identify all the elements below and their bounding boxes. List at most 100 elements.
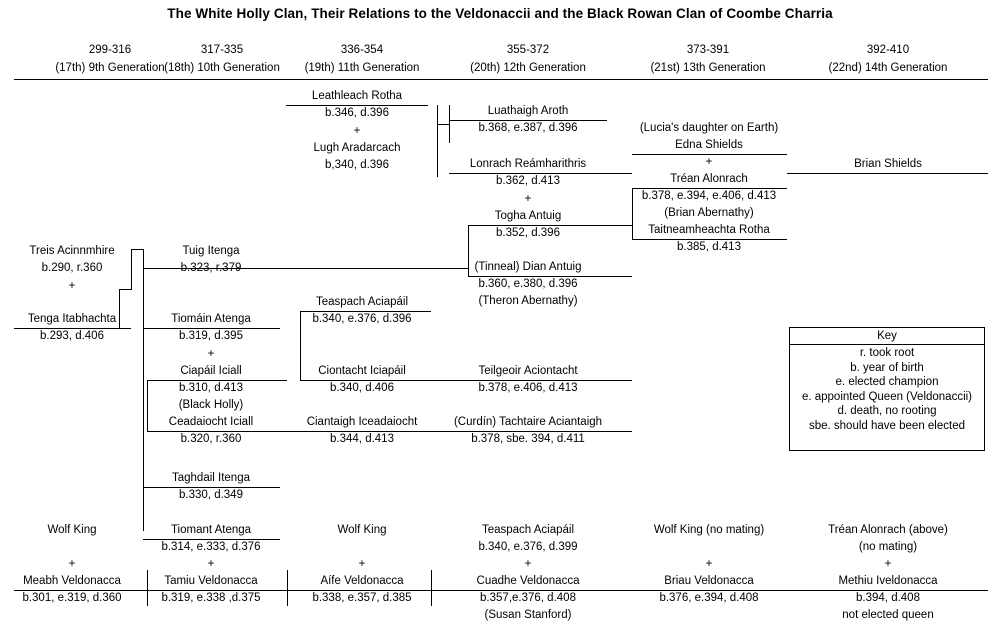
rule-teaspach-aciapail-a (300, 311, 431, 312)
plus-trean-methiu: + (884, 558, 892, 570)
person-dian-antuig-dates: b.360, e.380, d.396 (478, 278, 578, 290)
column-years-4: 373-391 (686, 44, 730, 56)
connector-children-spine (143, 249, 144, 531)
key-entry: d. death, no rooting (837, 405, 937, 417)
column-generation-0: (17th) 9th Generation (55, 62, 165, 74)
person-lugh-aradarcach-dates: b,340, d.396 (325, 159, 389, 171)
person-meabh-veldonacca-dates: b.301, e.319, d.360 (22, 592, 122, 604)
person-treis-acinnmhire-name: Treis Acinnmhire (29, 245, 115, 257)
connector-ciapail-block-vertical (147, 380, 148, 432)
person-taghdail-itenga-dates: b.330, d.349 (179, 489, 243, 501)
plus-edna-trean: + (705, 156, 713, 168)
person-teaspach-aciapail-b-name: Teaspach Aciapáil (481, 524, 575, 536)
person-wolf-king-2-name: Wolf King (337, 524, 387, 536)
rule-tiomain-atenga (143, 328, 280, 329)
key-entry: sbe. should have been elected (808, 419, 965, 432)
bottom-divider-1 (147, 570, 148, 606)
plus-wolfking-meabh: + (68, 558, 76, 570)
person-curdin-tachtaire-dates: b.378, sbe. 394, d.411 (471, 433, 585, 445)
key-title: Key (790, 328, 984, 345)
person-ciapail-iciall-dates: b.310, d.413 (179, 382, 243, 394)
rule-ciantaigh-iceadaiocht (287, 431, 431, 432)
column-generation-3: (20th) 12th Generation (470, 62, 586, 74)
person-luathaigh-aroth-name: Luathaigh Aroth (487, 105, 569, 117)
person-trean-alonrach-name: Tréan Alonrach (670, 173, 748, 185)
person-ciontacht-iciapail-name: Ciontacht Iciapáil (318, 365, 406, 377)
person-tiomant-atenga-dates: b.314, e.333, d.376 (161, 541, 261, 553)
column-years-1: 317-335 (200, 44, 244, 56)
connector-parent-upper-vertical (131, 249, 132, 289)
connector-trean-vertical (632, 188, 633, 240)
person-tiomain-atenga-dates: b.319, d.395 (179, 330, 243, 342)
plus-teaspach-cuadhe: + (524, 558, 532, 570)
rule-togha-antuig (468, 225, 632, 226)
column-generation-5: (22nd) 14th Generation (828, 62, 948, 74)
plus-lonrach-togha: + (524, 193, 532, 205)
plus-wolfking-briau: + (705, 558, 713, 570)
rule-tuig-itenga (143, 268, 468, 269)
bottom-divider-2 (287, 570, 288, 606)
rule-edna-shields (632, 154, 787, 155)
person-aife-veldonacca-dates: b.338, e.357, d.385 (312, 592, 412, 604)
key-entry: b. year of birth (850, 361, 924, 374)
column-years-3: 355-372 (506, 44, 550, 56)
person-tamiu-veldonacca-dates: b.319, e.338 ,d.375 (161, 592, 261, 604)
person-ciantaigh-iceadaiocht-name: Ciantaigh Iceadaiocht (306, 416, 418, 428)
person-methiu-iveldonacca-dates: b.394, d.408 (856, 592, 920, 604)
rule-brian-shields (787, 173, 988, 174)
person-trean-alonrach-alias: (Brian Abernathy) (664, 207, 754, 219)
connector-parent-top-stub (131, 249, 143, 250)
connector-parent-lower-vertical (119, 289, 120, 329)
person-ciapail-iciall-alias: (Black Holly) (178, 399, 244, 411)
person-togha-antuig-dates: b.352, d.396 (496, 227, 560, 239)
person-tuig-itenga-name: Tuig Itenga (182, 245, 240, 257)
person-trean-alonrach-above-note: (no mating) (858, 541, 918, 553)
key-entry: r. took root (859, 347, 915, 359)
rule-tenga-itabhachta (14, 328, 131, 329)
person-methiu-iveldonacca-note: not elected queen (842, 609, 934, 621)
person-leathleach-rotha-name: Leathleach Rotha (311, 90, 403, 102)
key-entry: e. appointed Queen (Veldonaccii) (801, 390, 973, 403)
connector-leathleach-vertical (437, 105, 438, 177)
person-tuig-itenga-dates: b.323, r.379 (180, 262, 242, 274)
rule-curdin-tachtaire (431, 431, 632, 432)
person-lonrach-reamharithris-dates: b.362, d.413 (496, 175, 560, 187)
plus-treis-tenga: + (68, 280, 76, 292)
bottom-divider-3 (431, 570, 432, 606)
rule-ciontacht-iciapail (300, 380, 431, 381)
plus-tiomain-ciapail: + (207, 348, 215, 360)
person-wolf-king-1-name: Wolf King (47, 524, 97, 536)
person-luathaigh-aroth-dates: b.368, e.387, d.396 (478, 122, 578, 134)
person-aife-veldonacca-name: Aífe Veldonacca (320, 575, 404, 587)
header-rule (14, 79, 988, 80)
person-dian-antuig-alias: (Theron Abernathy) (478, 295, 578, 307)
person-edna-shields-name: Edna Shields (675, 139, 743, 151)
person-leathleach-rotha-dates: b.346, d.396 (325, 107, 389, 119)
column-generation-4: (21st) 13th Generation (650, 62, 766, 74)
person-cuadhe-veldonacca-name: Cuadhe Veldonacca (476, 575, 580, 587)
person-briau-veldonacca-dates: b.376, e.394, d.408 (659, 592, 759, 604)
person-ciantaigh-iceadaiocht-dates: b.344, d.413 (330, 433, 394, 445)
person-curdin-tachtaire-name: (Curdín) Tachtaire Aciantaigh (453, 416, 603, 428)
person-teilgeoir-aciontacht-dates: b.378, e.406, d.413 (478, 382, 578, 394)
person-teaspach-aciapail-a-dates: b.340, e.376, d.396 (312, 313, 412, 325)
plus-wolfking-aife: + (358, 558, 366, 570)
person-tiomain-atenga-name: Tiomáin Atenga (171, 313, 251, 325)
column-years-5: 392-410 (866, 44, 910, 56)
key-entry-list: r. took root b. year of birth e. elected… (790, 345, 984, 433)
person-cuadhe-veldonacca-dates: b.357,e.376, d.408 (480, 592, 576, 604)
person-trean-alonrach-dates: b.378, e.394, e.406, d.413 (641, 190, 777, 202)
rule-trean-alonrach (632, 188, 787, 189)
connector-togha-to-trean (607, 225, 633, 226)
person-tamiu-veldonacca-name: Tamiu Veldonacca (164, 575, 258, 587)
person-trean-alonrach-above-name: Tréan Alonrach (above) (828, 524, 948, 536)
person-tiomant-atenga-name: Tiomant Atenga (170, 524, 252, 536)
connector-parent-mid-stub (119, 289, 132, 290)
column-generation-2: (19th) 11th Generation (304, 62, 420, 74)
rule-luathaigh-aroth (449, 120, 607, 121)
person-tenga-itabhachta-name: Tenga Itabhachta (27, 313, 117, 325)
rule-ceadaiocht-iciall (147, 431, 287, 432)
column-generation-1: (18th) 10th Generation (164, 62, 280, 74)
column-years-0: 299-316 (88, 44, 132, 56)
person-dian-antuig-name: (Tinneal) Dian Antuig (474, 261, 582, 273)
